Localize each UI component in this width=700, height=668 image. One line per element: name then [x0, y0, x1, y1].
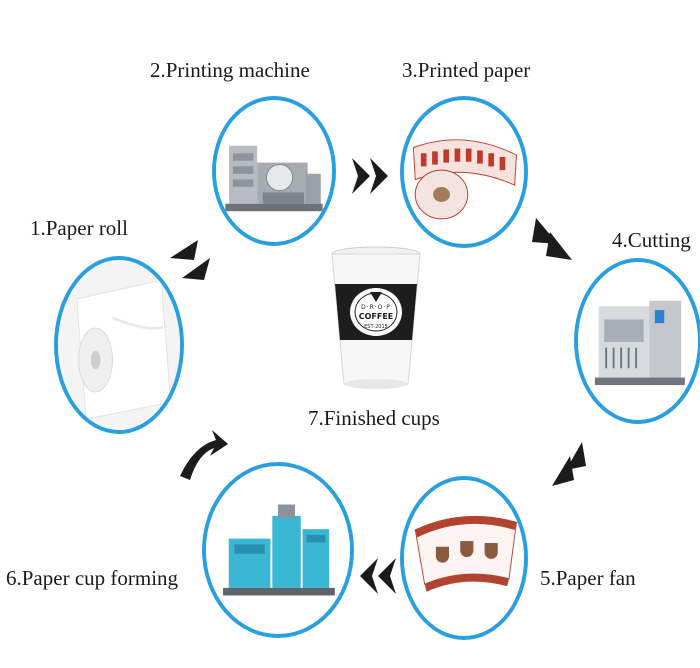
chevron-arrow-icon: [180, 430, 228, 480]
cutting-machine-icon: [578, 263, 698, 419]
cup-forming-circle: [202, 462, 354, 638]
paper-roll-circle: [54, 256, 184, 434]
cup-forming-machine-icon: [206, 466, 350, 634]
step-6-label: 6.Paper cup forming: [6, 566, 179, 590]
printed-paper-circle: [400, 96, 528, 248]
printed-paper-icon: [404, 100, 524, 244]
arrow-1-to-2: [170, 240, 210, 280]
chevron-arrow-icon: [352, 158, 370, 194]
step-2-label: 2.Printing machine: [150, 58, 310, 82]
chevron-arrow-icon: [170, 240, 198, 260]
arrow-6-to-1: [180, 430, 228, 480]
cup-brand-line1: D·R·O·P: [361, 304, 391, 311]
finished-cup: D·R·O·P COFFEE EST·2015: [326, 244, 426, 394]
arrow-3-to-4: [532, 218, 572, 260]
step-4-label: 4.Cutting: [612, 228, 691, 252]
arrow-4-to-5: [552, 442, 586, 486]
cup-brand-line2: COFFEE: [358, 312, 394, 321]
step-5-label: 5.Paper fan: [540, 566, 636, 590]
paper-fan-circle: [400, 476, 528, 640]
paper-fan-icon: [404, 481, 524, 635]
arrow-2-to-3: [352, 158, 388, 194]
cup-brand-line3: EST·2015: [364, 324, 388, 330]
coffee-cup-icon: [331, 246, 421, 389]
arrow-5-to-6: [360, 558, 396, 594]
step-1-label: 1.Paper roll: [30, 216, 128, 240]
cutting-machine-circle: [574, 258, 700, 424]
printing-machine-icon: [216, 100, 332, 242]
step-7-label: 7.Finished cups: [308, 406, 440, 430]
step-3-label: 3.Printed paper: [402, 58, 531, 82]
paper-roll-icon: [58, 261, 180, 429]
printing-machine-circle: [212, 96, 336, 246]
chevron-arrow-icon: [378, 558, 396, 594]
